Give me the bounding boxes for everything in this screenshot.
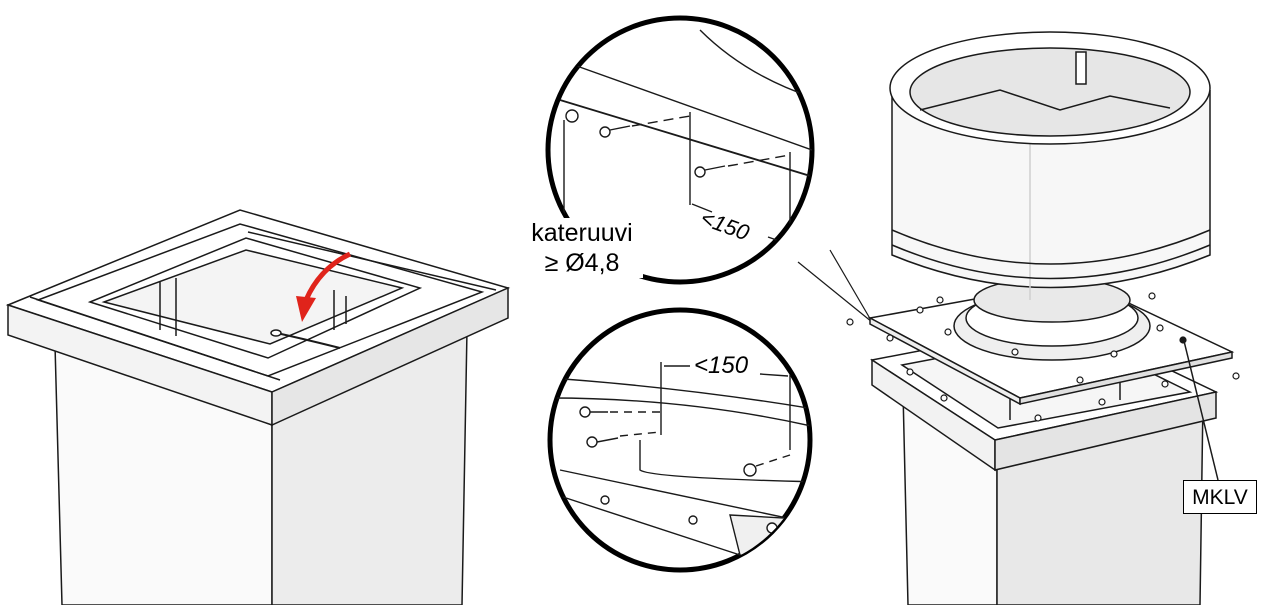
screw-diameter-text: ≥ Ø4,8 [544, 249, 620, 277]
detail-circle-top [545, 15, 815, 285]
callout-wedge [797, 249, 873, 323]
mklv-leader-line [1183, 340, 1219, 481]
screw-icon [846, 292, 1240, 422]
roof-fan-assembly [867, 31, 1235, 605]
product-code-label: MKLV [1183, 480, 1257, 514]
fold-direction-arrow [296, 251, 352, 322]
screw-spec-label: kateruuvi ≥ Ø4,8 [521, 218, 643, 278]
roof-curb-left [5, 209, 511, 605]
dimension-bottom-label: <150 [694, 352, 749, 379]
screw-icon [599, 125, 726, 178]
detail-circle-bottom [547, 307, 813, 573]
screw-type-text: kateruuvi [531, 219, 633, 247]
screw-icon [579, 406, 778, 534]
